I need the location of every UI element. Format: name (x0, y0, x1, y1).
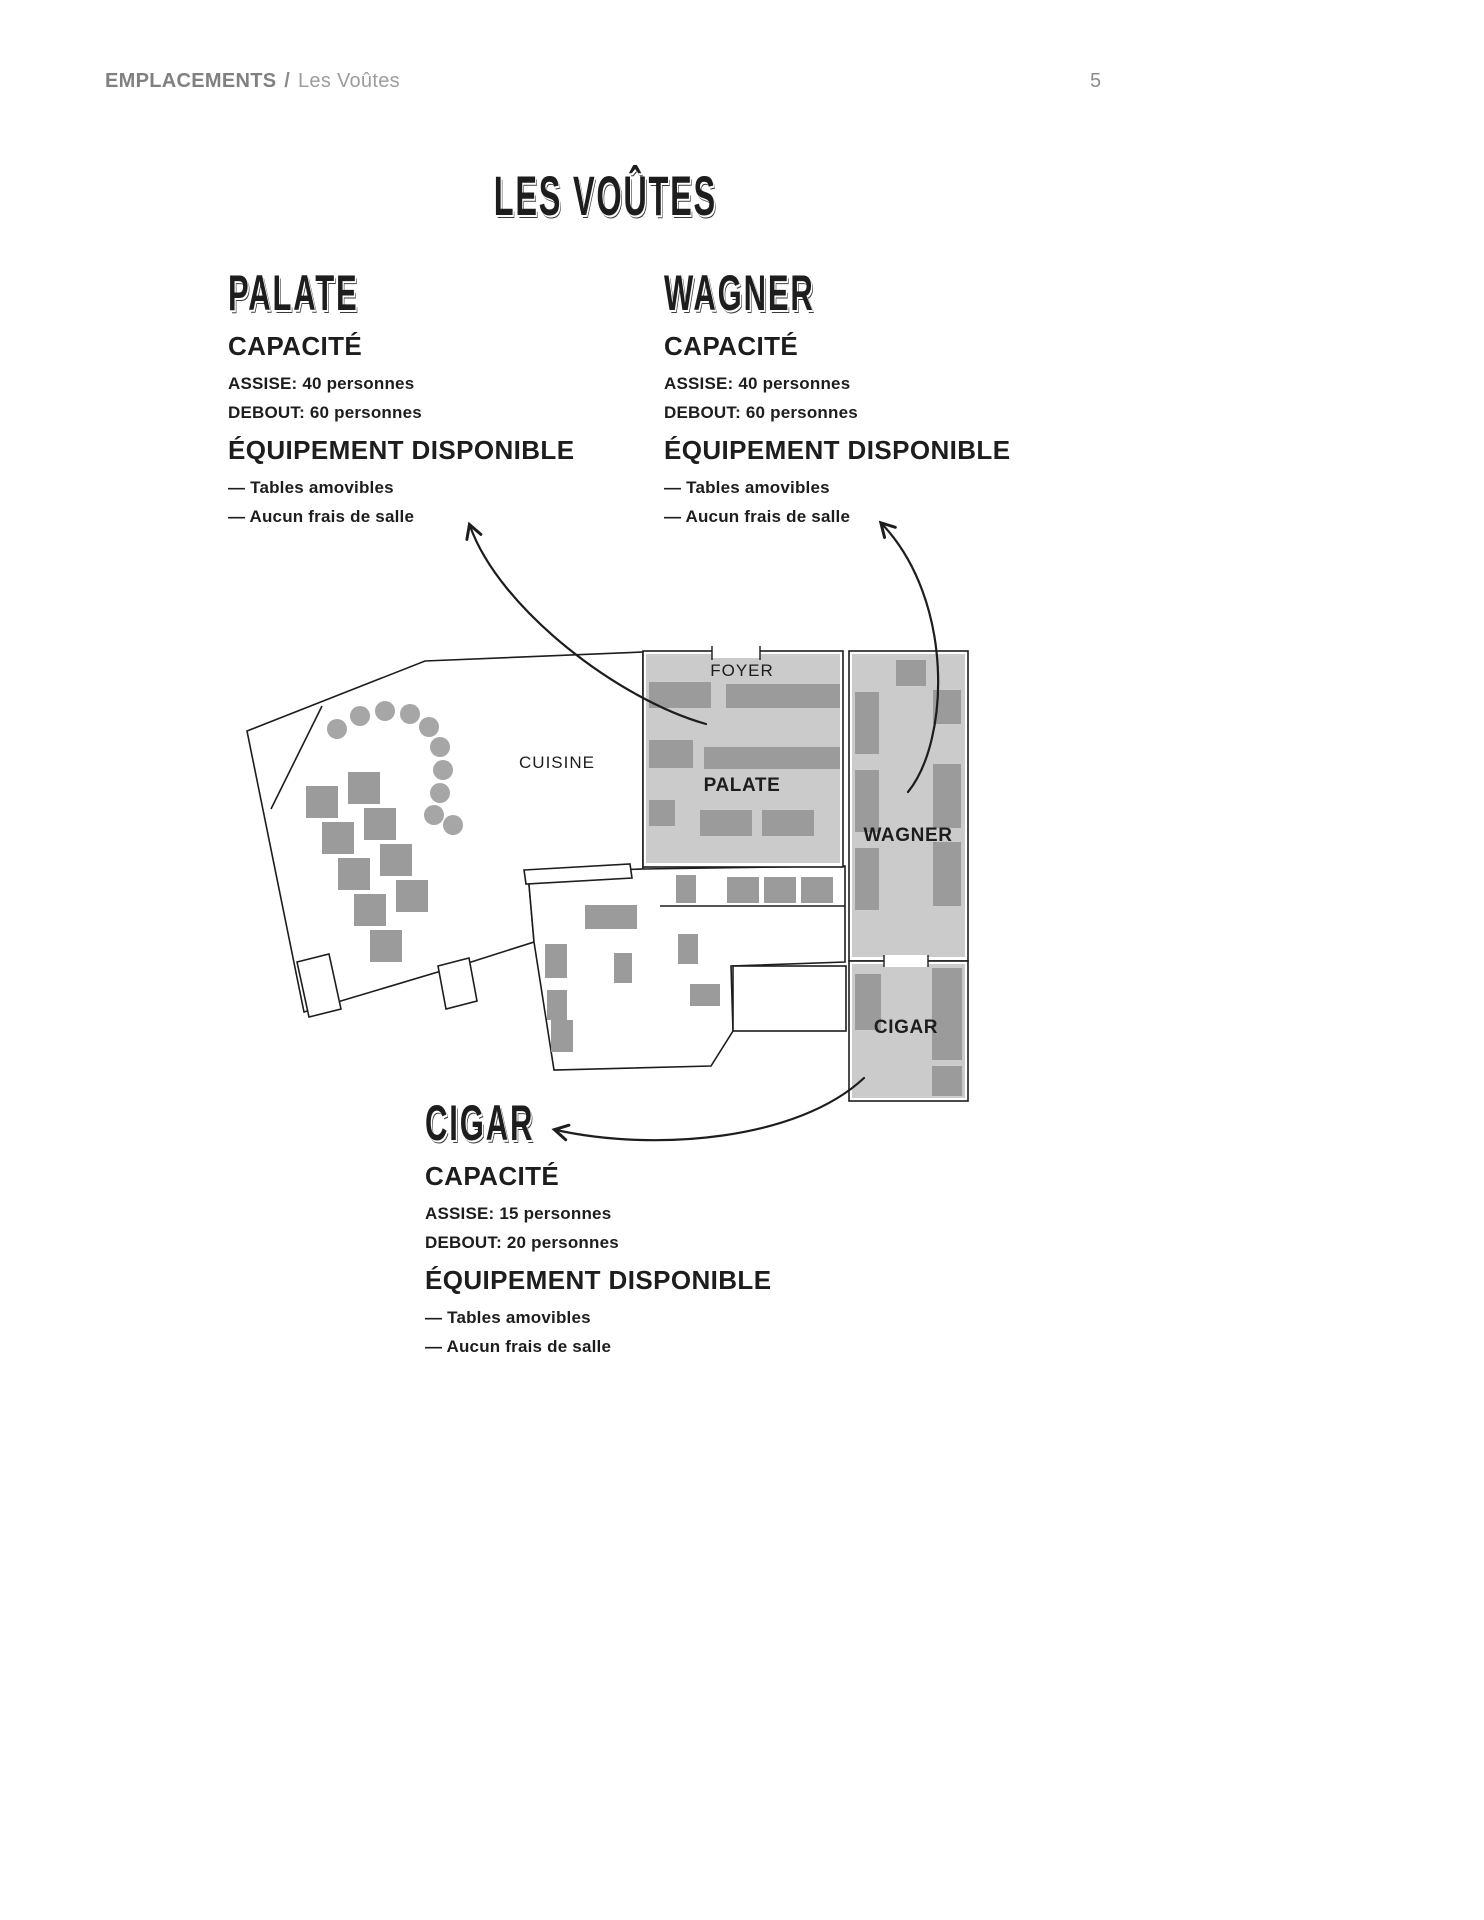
palate-equipment-item: — Aucun frais de salle (228, 506, 415, 526)
palate-equipment-item: — Tables amovibles (228, 477, 394, 497)
breadcrumb-page: Les Voûtes (297, 70, 400, 92)
label-palate-room: PALATE (704, 775, 781, 796)
arrow-to-palate-info (465, 521, 708, 726)
breadcrumb-separator: / (284, 70, 291, 92)
wagner-title-text: WAGNER (664, 265, 815, 321)
breadcrumb: EMPLACEMENTS / Les Voûtes (105, 70, 400, 93)
wagner-title: WAGNER (664, 268, 1084, 318)
cigar-equipment-item: — Aucun frais de salle (425, 1336, 612, 1356)
palate-capacity-heading: CAPACITÉ (228, 331, 363, 361)
corridor-steps (676, 875, 833, 903)
section-cigar: CIGAR CAPACITÉ ASSISE: 15 personnes DEBO… (425, 1098, 845, 1366)
label-wagner-room: WAGNER (863, 825, 952, 846)
page-title-text: LES VOÛTES (493, 164, 717, 227)
wedge-wall (270, 705, 323, 810)
wagner-capacity-standing: DEBOUT: 60 personnes (664, 403, 858, 423)
cigar-equipment-item: — Tables amovibles (425, 1307, 591, 1327)
hall-tables (545, 905, 720, 1052)
wagner-capacity-seated: ASSISE: 40 personnes (664, 373, 851, 393)
wagner-capacity-heading: CAPACITÉ (664, 331, 799, 361)
palate-capacity-seated: ASSISE: 40 personnes (228, 373, 415, 393)
annex-tab (437, 957, 478, 1010)
palate-equipment-heading: ÉQUIPEMENT DISPONIBLE (228, 434, 575, 465)
palate-capacity-standing: DEBOUT: 60 personnes (228, 403, 422, 423)
callout-arrows (465, 520, 940, 1142)
label-cuisine: CUISINE (519, 753, 595, 772)
wagner-equipment-item: — Aucun frais de salle (664, 506, 851, 526)
bar-counter (523, 863, 633, 885)
dining-tables (306, 772, 428, 962)
annex-tab (296, 953, 342, 1018)
section-wagner: WAGNER CAPACITÉ ASSISE: 40 personnes DEB… (664, 268, 1084, 536)
chair-circles (327, 701, 463, 835)
breadcrumb-section: EMPLACEMENTS (105, 70, 277, 92)
cigar-tables (855, 968, 962, 1096)
cigar-capacity-standing: DEBOUT: 20 personnes (425, 1233, 619, 1253)
label-foyer: FOYER (710, 661, 774, 680)
palate-title-text: PALATE (228, 265, 359, 321)
cigar-title-text: CIGAR (425, 1095, 535, 1151)
palate-title: PALATE (228, 268, 648, 318)
lower-room-outline (732, 965, 847, 1032)
page-title: LES VOÛTES (105, 168, 1105, 224)
wagner-equipment-item: — Tables amovibles (664, 477, 830, 497)
cigar-capacity-seated: ASSISE: 15 personnes (425, 1203, 612, 1223)
label-cigar-room: CIGAR (874, 1017, 938, 1038)
door-gaps (711, 646, 929, 967)
page-number: 5 (1090, 70, 1102, 92)
arrow-to-wagner-info (878, 520, 940, 794)
section-palate: PALATE CAPACITÉ ASSISE: 40 personnes DEB… (228, 268, 648, 536)
wagner-equipment-heading: ÉQUIPEMENT DISPONIBLE (664, 434, 1011, 465)
cigar-equipment-heading: ÉQUIPEMENT DISPONIBLE (425, 1264, 772, 1295)
arrow-to-cigar-info (551, 1076, 866, 1142)
cigar-title: CIGAR (425, 1098, 845, 1148)
wagner-tables (855, 660, 961, 910)
palate-tables (649, 682, 840, 836)
cigar-capacity-heading: CAPACITÉ (425, 1161, 560, 1191)
